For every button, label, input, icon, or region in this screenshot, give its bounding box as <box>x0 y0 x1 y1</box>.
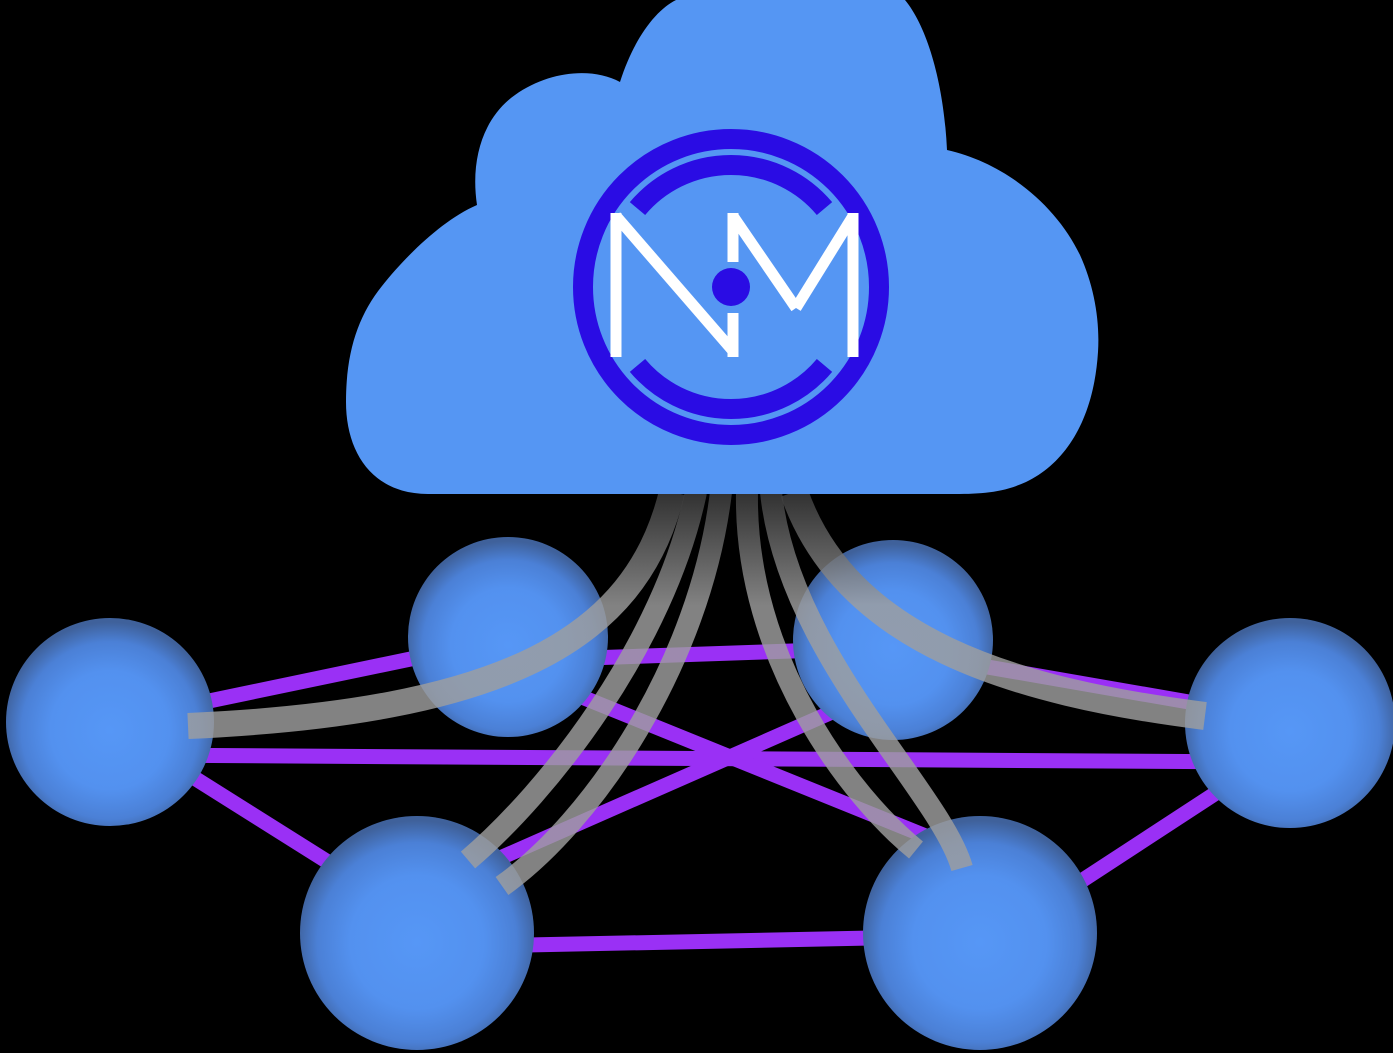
network-edges <box>111 624 1277 955</box>
band-to-node-5-inner <box>495 490 732 895</box>
node-4 <box>1185 618 1393 828</box>
band-to-node-6-inner <box>760 490 973 872</box>
band-to-node-1 <box>187 488 685 739</box>
logo-letter-stroke-N-diagonal <box>611 212 738 355</box>
logo-top-arc <box>629 154 833 216</box>
cloud-link-bands <box>187 487 1207 895</box>
cloud-shape <box>346 0 1099 494</box>
band-to-node-6-outer <box>735 491 923 859</box>
nm-logo <box>573 129 889 445</box>
node-6 <box>863 816 1097 1050</box>
node-1 <box>6 618 214 826</box>
logo-bottom-arc <box>629 358 833 420</box>
edge-1-4 <box>124 747 1271 770</box>
band-to-node-4 <box>780 487 1207 730</box>
node-5 <box>300 816 534 1050</box>
logo-letter-stroke-M-down-diag <box>728 212 801 312</box>
logo-letter-stroke-M-up-diag <box>791 213 858 311</box>
logo-center-dot <box>712 268 750 306</box>
logo-ring <box>573 129 889 445</box>
band-to-node-5-outer <box>460 489 707 869</box>
